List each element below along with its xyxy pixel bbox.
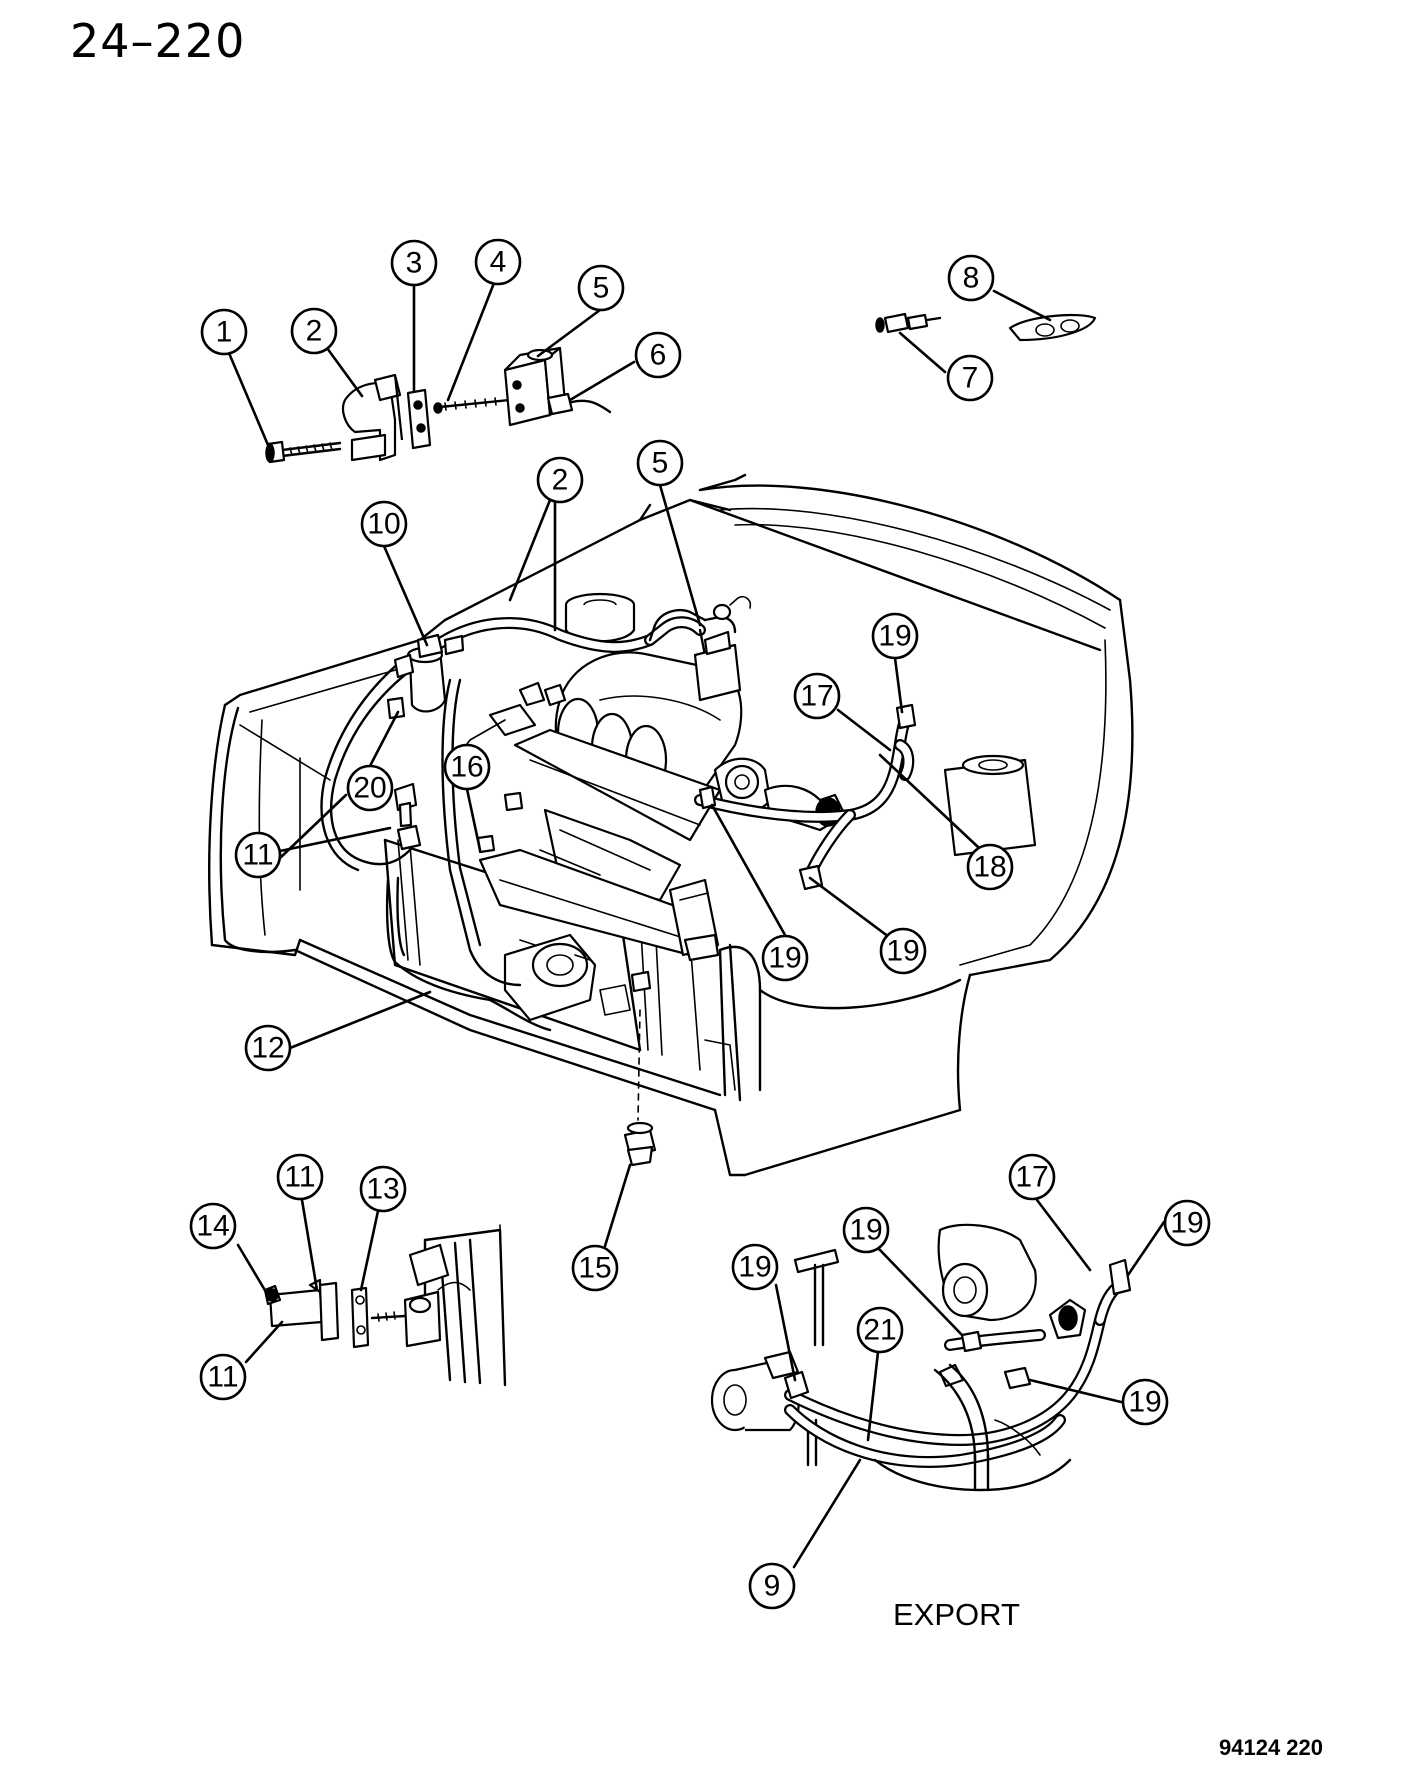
callout-19-export-right-top: 19 [1163,1199,1211,1247]
svg-text:11: 11 [242,839,273,872]
callout-1: 1 [200,308,248,356]
callout-16: 16 [443,743,491,791]
callout-3: 3 [390,239,438,287]
svg-text:16: 16 [450,751,483,784]
svg-text:15: 15 [578,1252,611,1285]
svg-text:18: 18 [973,851,1006,884]
svg-text:20: 20 [353,772,386,805]
svg-text:19: 19 [1128,1386,1161,1419]
callout-12: 12 [244,1024,292,1072]
svg-text:21: 21 [863,1314,896,1347]
svg-text:2: 2 [306,315,323,348]
svg-text:11: 11 [284,1161,315,1194]
export-detail [710,1223,1132,1492]
callout-6: 6 [634,331,682,379]
callout-5-detail: 5 [577,264,625,312]
callout-4: 4 [474,238,522,286]
callout-13: 13 [359,1165,407,1213]
callout-7: 7 [946,354,994,402]
callout-9: 9 [748,1562,796,1610]
svg-text:7: 7 [962,362,979,395]
callout-19-center: 19 [761,934,809,982]
export-variant-label: EXPORT [893,1597,1020,1632]
callout-10: 10 [360,500,408,548]
svg-text:2: 2 [552,464,569,497]
svg-text:19: 19 [878,620,911,653]
callout-17-export: 17 [1008,1153,1056,1201]
page-title: 24–220 [70,14,246,68]
svg-text:14: 14 [196,1210,229,1243]
callout-19-lower-right: 19 [879,927,927,975]
detail-valve-group [265,346,612,464]
detail-clip-group [263,1224,507,1387]
svg-text:19: 19 [768,942,801,975]
svg-text:3: 3 [406,247,423,280]
svg-text:19: 19 [849,1214,882,1247]
callout-2-main: 2 [536,456,584,504]
svg-text:6: 6 [650,339,667,372]
callout-8: 8 [947,254,995,302]
callout-2-detail: 2 [290,307,338,355]
svg-text:17: 17 [1015,1161,1048,1194]
vehicle-body [208,473,1134,1177]
callout-5-main: 5 [636,439,684,487]
figure-code: 94124 220 [1219,1735,1323,1760]
svg-text:13: 13 [366,1173,399,1206]
callout-21: 21 [856,1306,904,1354]
svg-text:1: 1 [216,316,233,349]
engine-assembly [454,651,847,1022]
callout-19-export-left: 19 [731,1243,779,1291]
callout-18: 18 [966,843,1014,891]
callout-20: 20 [346,764,394,812]
svg-text:19: 19 [1170,1207,1203,1240]
callout-19-upper: 19 [871,612,919,660]
part-15-fitting [623,1009,657,1167]
callout-11-detail-bottom: 11 [199,1353,247,1401]
svg-text:19: 19 [738,1251,771,1284]
callout-19-export-center: 19 [842,1206,890,1254]
callout-11-main: 11 [234,831,282,879]
detail-switch-group [875,312,1097,342]
svg-text:4: 4 [490,246,507,279]
callout-17-main: 17 [793,672,841,720]
leader-lines [224,281,1166,1569]
svg-text:8: 8 [963,262,980,295]
svg-text:19: 19 [886,935,919,968]
callout-15: 15 [571,1244,619,1292]
callout-11-detail-top: 11 [276,1153,324,1201]
svg-text:9: 9 [764,1570,781,1603]
svg-text:5: 5 [593,272,610,305]
callout-14: 14 [189,1202,237,1250]
callout-19-export-right-bottom: 19 [1121,1378,1169,1426]
svg-text:11: 11 [207,1361,238,1394]
svg-text:5: 5 [652,447,669,480]
svg-text:12: 12 [251,1032,284,1065]
svg-text:10: 10 [367,508,400,541]
svg-text:17: 17 [800,680,833,713]
